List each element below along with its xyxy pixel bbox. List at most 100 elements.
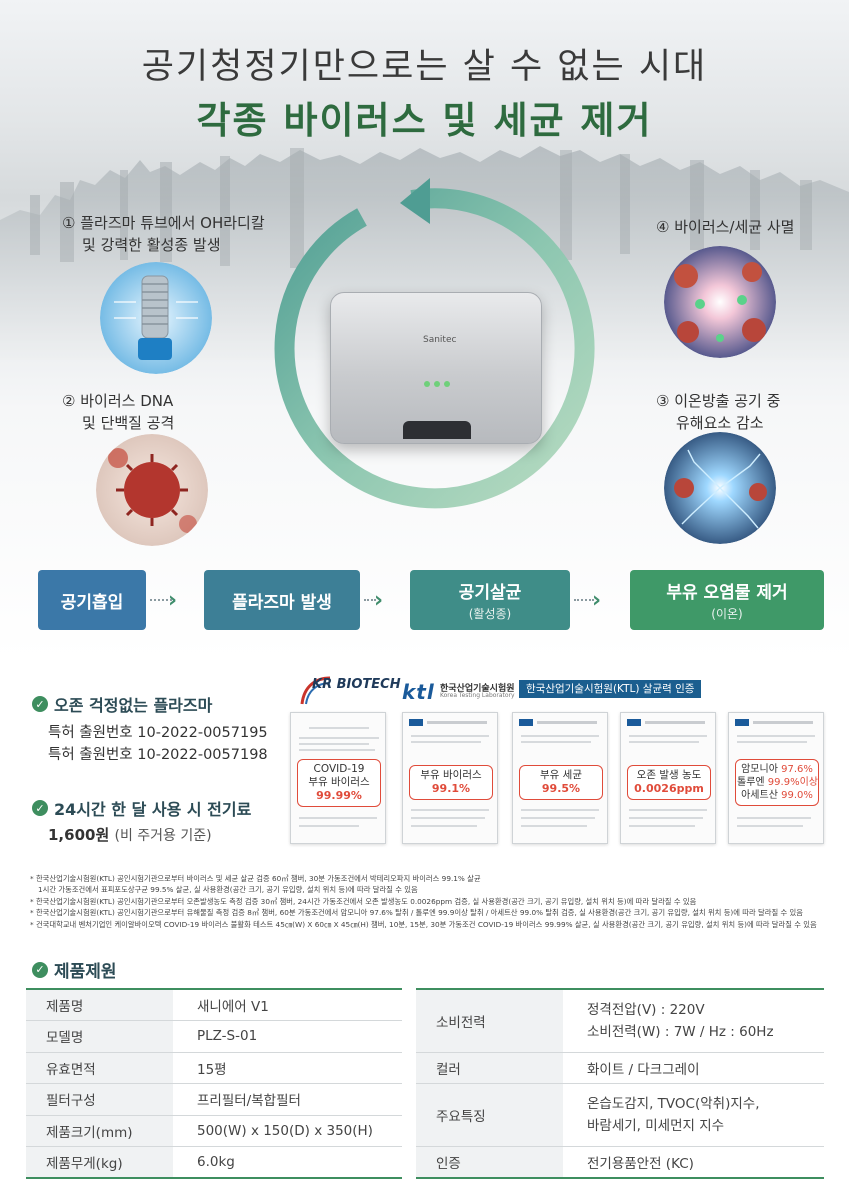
spec-value-line1: 온습도감지, TVOC(악취)지수,: [587, 1096, 760, 1112]
process-step-1-label: 공기흡입: [60, 592, 124, 613]
air-purifier-device: Sanitec: [330, 292, 542, 444]
step-3-number: ③: [656, 392, 670, 410]
patent-number-2: 특허 출원번호 10-2022-0057198: [48, 747, 268, 763]
spec-value: PLZ-S-01: [173, 1020, 402, 1053]
ion-release-image: [664, 432, 776, 544]
spec-value: 500(W) x 150(D) x 350(H): [173, 1115, 402, 1147]
cert-5-row-ammonia: 암모니아 97.6%: [741, 764, 813, 775]
step-2-number: ②: [62, 392, 76, 410]
cert-5-row-toluene: 톨루엔 99.9%이상: [737, 777, 818, 788]
step-1-line1: 플라즈마 튜브에서 OH라디칼: [80, 214, 265, 232]
step-4-line1: 바이러스/세균 사멸: [674, 218, 795, 236]
footnote-1: * 한국산업기술시험원(KTL) 공인시험기관으로부터 바이러스 및 세균 살균…: [30, 874, 481, 883]
process-step-4-sub: (이온): [711, 607, 743, 621]
spec-section-title: ✓ 제품제원: [32, 957, 117, 982]
cert-4-label: 오존 발생 농도: [636, 769, 702, 781]
check-circle-icon: ✓: [32, 800, 48, 816]
process-step-remove-pollutants: 부유 오염물 제거 (이온): [630, 570, 824, 630]
footnote-3: * 한국산업기술시험원(KTL) 공인시험기관으로부터 유해물질 측정 검증 8…: [30, 908, 803, 918]
ktl-logo: ktl: [402, 680, 435, 704]
cert-1-label2: 부유 바이러스: [308, 776, 370, 788]
process-step-3-label: 공기살균: [458, 583, 522, 603]
cert-callout: 부유 세균 99.5%: [519, 765, 603, 800]
ozone-feature: ✓ 오존 걱정없는 플라즈마 특허 출원번호 10-2022-0057195 특…: [32, 692, 268, 766]
check-circle-icon: ✓: [32, 696, 48, 712]
certificate-covid: COVID-19 부유 바이러스 99.99%: [290, 712, 386, 844]
certificate-airborne-virus: 부유 바이러스 99.1%: [402, 712, 498, 844]
process-step-2-label: 플라즈마 발생: [232, 592, 332, 613]
step-3-line1: 이온방출 공기 중: [674, 392, 781, 410]
step-3-line2: 유해요소 감소: [676, 414, 764, 432]
process-step-3-sub: (활성종): [468, 607, 512, 621]
device-stand-slot: [403, 421, 471, 439]
kr-biotech-logo: KR BIOTECH: [312, 677, 401, 692]
cert-2-value: 99.1%: [431, 782, 471, 795]
process-step-4-label: 부유 오염물 제거: [666, 583, 788, 603]
table-row: 인증 전기용품안전 (KC): [416, 1146, 824, 1179]
step-1-line2: 및 강력한 활성종 발생: [82, 236, 221, 254]
cert-callout: COVID-19 부유 바이러스 99.99%: [297, 759, 381, 807]
patent-number-1: 특허 출원번호 10-2022-0057195: [48, 725, 268, 741]
spec-title: 제품제원: [54, 962, 117, 982]
step-4-number: ④: [656, 218, 670, 236]
table-row: 제품크기(mm)500(W) x 150(D) x 350(H): [26, 1115, 402, 1147]
chevron-right-icon: ›: [592, 588, 602, 613]
cert-4-value: 0.0026ppm: [634, 782, 704, 795]
hero-title-line1: 공기청정기만으로는 살 수 없는 시대: [141, 47, 708, 87]
table-row: 주요특징 온습도감지, TVOC(악취)지수, 바람세기, 미세먼지 지수: [416, 1083, 824, 1147]
power-cost-feature: ✓ 24시간 한 달 사용 시 전기료 1,600원 (비 주거용 기준): [32, 796, 251, 845]
spec-value-line2: 바람세기, 미세먼지 지수: [587, 1118, 725, 1134]
cert-callout: 부유 바이러스 99.1%: [409, 765, 493, 800]
spec-key: 제품명: [26, 988, 173, 1021]
step-2-label: ② 바이러스 DNA 및 단백질 공격: [62, 390, 174, 434]
process-connector-3: [574, 599, 594, 601]
spec-key: 모델명: [26, 1020, 173, 1053]
city-skyline-background: [0, 146, 849, 360]
spec-key: 인증: [416, 1146, 563, 1179]
footnotes: * 한국산업기술시험원(KTL) 공인시험기관으로부터 바이러스 및 세균 살균…: [30, 873, 830, 930]
step-2-line1: 바이러스 DNA: [80, 392, 174, 410]
hero-section: 공기청정기만으로는 살 수 없는 시대 각종 바이러스 및 세균 제거 Sani…: [0, 0, 849, 660]
ktl-certification-badge: 한국산업기술시험원(KTL) 살균력 인증: [519, 680, 702, 698]
process-connector-1: [150, 599, 172, 601]
spec-key: 소비전력: [416, 988, 563, 1053]
spec-value: 새니에어 V1: [173, 988, 402, 1021]
cert-2-label: 부유 바이러스: [420, 769, 482, 781]
step-1-label: ① 플라즈마 튜브에서 OH라디칼 및 강력한 활성종 발생: [62, 212, 265, 256]
kr-biotech-logo-mark: [300, 676, 331, 705]
spec-key: 필터구성: [26, 1083, 173, 1116]
device-indicator-leds: [424, 381, 452, 391]
cert-1-label1: COVID-19: [313, 763, 365, 775]
hero-title-line2: 각종 바이러스 및 세균 제거: [196, 99, 653, 142]
spec-key: 유효면적: [26, 1052, 173, 1084]
process-step-air-intake: 공기흡입: [38, 570, 146, 630]
cert-callout: 오존 발생 농도 0.0026ppm: [627, 765, 711, 800]
step-3-label: ③ 이온방출 공기 중 유해요소 감소: [656, 390, 780, 434]
cert-1-value: 99.99%: [316, 789, 362, 802]
step-4-label: ④ 바이러스/세균 사멸: [656, 216, 794, 238]
device-brand: Sanitec: [423, 335, 457, 345]
spec-key: 주요특징: [416, 1083, 563, 1147]
ozone-feature-title: 오존 걱정없는 플라즈마: [54, 696, 213, 715]
chevron-right-icon: ›: [168, 588, 178, 613]
certificate-harmful-substances: 암모니아 97.6% 톨루엔 99.9%이상 아세트산 99.0%: [728, 712, 824, 844]
cert-3-label: 부유 세균: [540, 769, 582, 781]
step-2-line2: 및 단백질 공격: [82, 414, 175, 432]
virus-dna-image: [96, 434, 208, 546]
power-cost-value: 1,600원 (비 주거용 기준): [48, 824, 251, 845]
spec-value: 15평: [173, 1052, 402, 1084]
spec-value: 6.0kg: [173, 1146, 402, 1179]
spec-key: 컬러: [416, 1052, 563, 1084]
table-row: 컬러 화이트 / 다크그레이: [416, 1052, 824, 1084]
footnote-4: * 건국대학교내 벤처기업인 케이알바이오텍 COVID-19 바이러스 불활화…: [30, 919, 817, 929]
chevron-right-icon: ›: [374, 588, 384, 613]
cert-5-row-acetic-acid: 아세트산 99.0%: [741, 790, 813, 801]
spec-value: 전기용품안전 (KC): [563, 1146, 824, 1179]
cert-3-value: 99.5%: [541, 782, 581, 795]
